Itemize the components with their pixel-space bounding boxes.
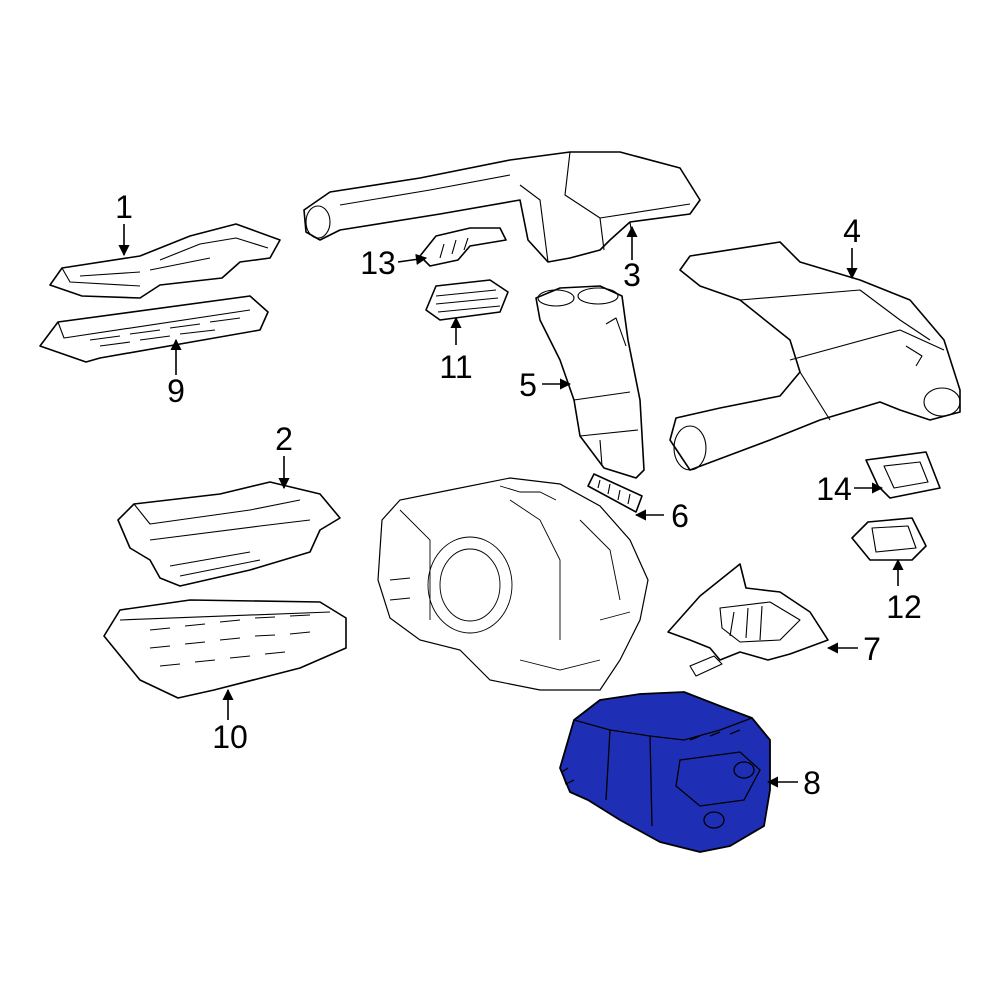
part-10-lower-tray — [103, 599, 347, 699]
part-12-grille — [851, 517, 927, 561]
callout-5: 5 — [519, 367, 537, 403]
callout-numbers: 1 2 3 4 5 6 7 8 9 10 11 12 13 14 — [115, 189, 922, 801]
callout-3: 3 — [623, 257, 641, 293]
callout-10: 10 — [212, 719, 248, 755]
part-13-vent — [419, 227, 507, 267]
callout-7: 7 — [863, 631, 881, 667]
callout-11: 11 — [439, 349, 472, 385]
part-9-lower-tray — [39, 295, 269, 363]
part-14-grille — [865, 451, 941, 499]
leader-13 — [397, 253, 428, 265]
part-7-bracket — [667, 563, 829, 677]
part-3-upper-duct — [303, 151, 701, 263]
hvac-housing-assembly — [377, 477, 649, 691]
callout-2: 2 — [275, 421, 293, 457]
part-1-upper-cover — [49, 223, 281, 299]
callout-8: 8 — [803, 765, 821, 801]
callout-9: 9 — [167, 373, 185, 409]
callout-12: 12 — [886, 589, 922, 625]
callout-14: 14 — [816, 471, 852, 507]
callout-6: 6 — [671, 498, 689, 534]
part-2-housing-cover — [117, 481, 341, 587]
part-8-blower-housing-highlighted — [559, 691, 771, 853]
part-6-filter — [587, 473, 643, 513]
callout-4: 4 — [843, 213, 861, 249]
callout-13: 13 — [360, 245, 396, 281]
callout-1: 1 — [115, 189, 133, 225]
part-4-right-duct — [669, 241, 961, 471]
part-5-vertical-duct — [535, 285, 645, 479]
part-11-outlet — [425, 279, 509, 321]
leader-lines — [118, 224, 904, 788]
